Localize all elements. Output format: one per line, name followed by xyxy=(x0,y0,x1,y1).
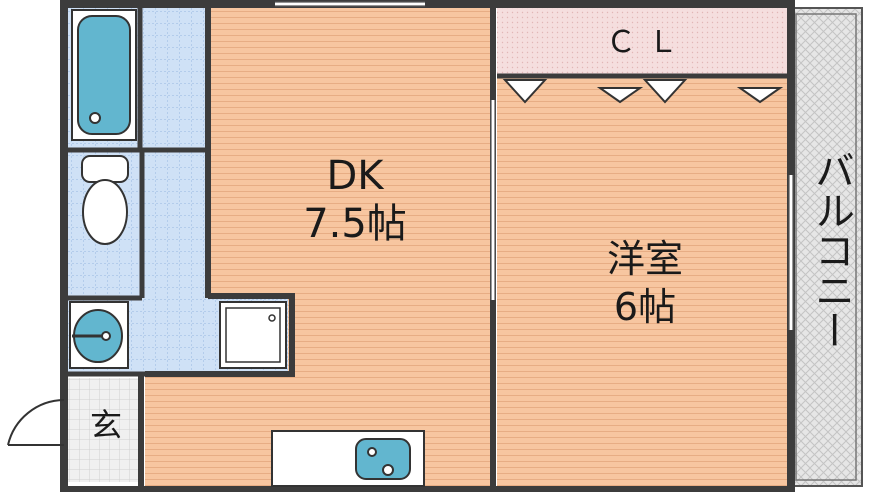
opening-lines xyxy=(275,1,794,330)
openings xyxy=(275,2,793,330)
closet-floor xyxy=(497,8,787,76)
door-swing-icon xyxy=(7,399,65,446)
western-room-size: 6帖 xyxy=(613,285,677,329)
entrance-floor xyxy=(68,378,138,482)
closet-doors xyxy=(502,79,784,104)
balcony-area xyxy=(789,7,863,487)
toilet-icon xyxy=(81,155,129,245)
balcony-label: バルコニー xyxy=(808,150,854,350)
dk-room-label: DK 7.5帖 xyxy=(255,156,455,252)
washbasin-icon xyxy=(69,301,129,369)
western-room-name: 洋室 xyxy=(606,237,683,281)
sink-icon xyxy=(271,430,425,487)
closet-label: ＣＬ xyxy=(606,25,690,60)
dk-room-name: DK xyxy=(326,153,384,199)
entrance-label: 玄 xyxy=(89,406,122,444)
washing-machine-icon xyxy=(219,301,287,369)
western-room-label: 洋室 6帖 xyxy=(545,240,745,336)
dk-room-size: 7.5帖 xyxy=(303,201,407,247)
bathtub-icon xyxy=(71,9,137,141)
